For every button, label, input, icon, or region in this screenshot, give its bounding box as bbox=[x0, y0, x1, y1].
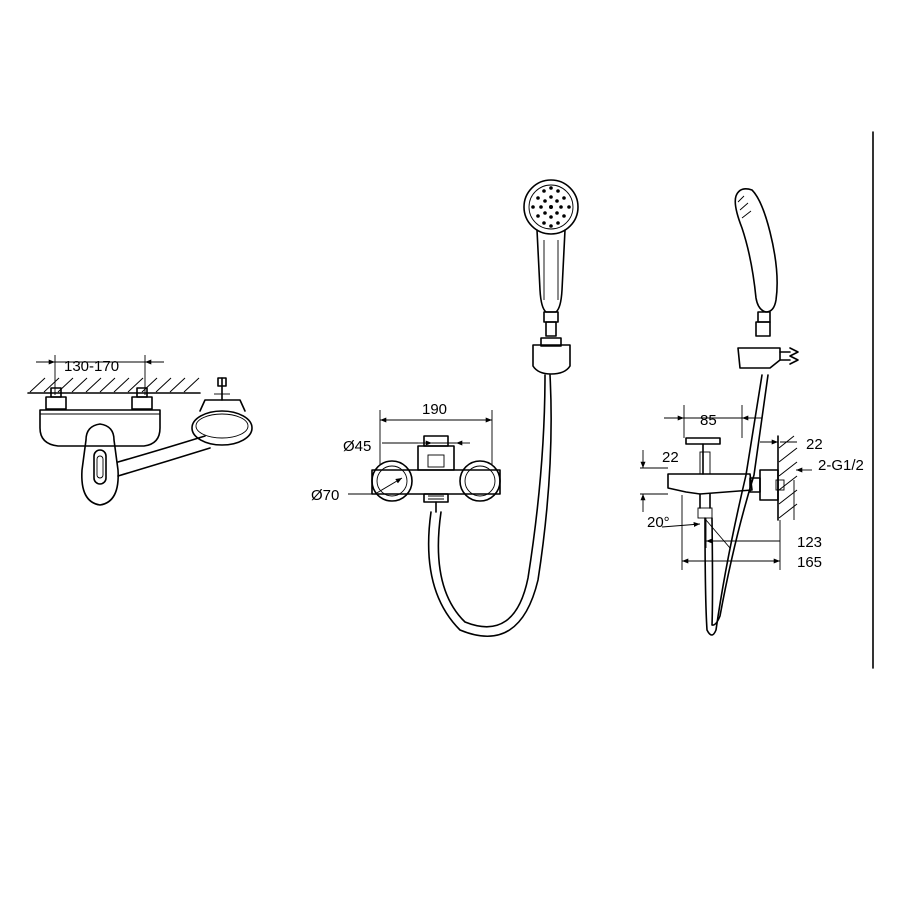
dimension-22-top: 22 bbox=[806, 436, 823, 453]
front-view: 190 Ø45 Ø70 bbox=[311, 179, 579, 638]
shower-head-face bbox=[523, 179, 579, 235]
wall-holder-side bbox=[737, 347, 781, 369]
hand-shower-side bbox=[734, 188, 778, 313]
dimension-123: 123 bbox=[797, 534, 822, 551]
lever-handle bbox=[81, 423, 119, 506]
dimension-22-left: 22 bbox=[662, 449, 679, 466]
dimension-130-170: 130-170 bbox=[64, 358, 119, 375]
thread-size-label: 2-G1/2 bbox=[818, 457, 864, 474]
dimension-165: 165 bbox=[797, 554, 822, 571]
dimension-190: 190 bbox=[422, 401, 447, 418]
shower-nozzles bbox=[531, 186, 571, 228]
wall-hatching bbox=[27, 377, 201, 394]
dimension-diameter-45: Ø45 bbox=[343, 438, 371, 455]
dimension-85: 85 bbox=[700, 412, 717, 429]
top-view: 130-170 bbox=[27, 355, 253, 506]
wall-holder-front bbox=[532, 344, 571, 375]
angle-20-degrees: 20° bbox=[647, 514, 670, 531]
dimension-diameter-70: Ø70 bbox=[311, 487, 339, 504]
side-view: 85 22 22 2-G1/2 20° 123 bbox=[640, 188, 864, 636]
